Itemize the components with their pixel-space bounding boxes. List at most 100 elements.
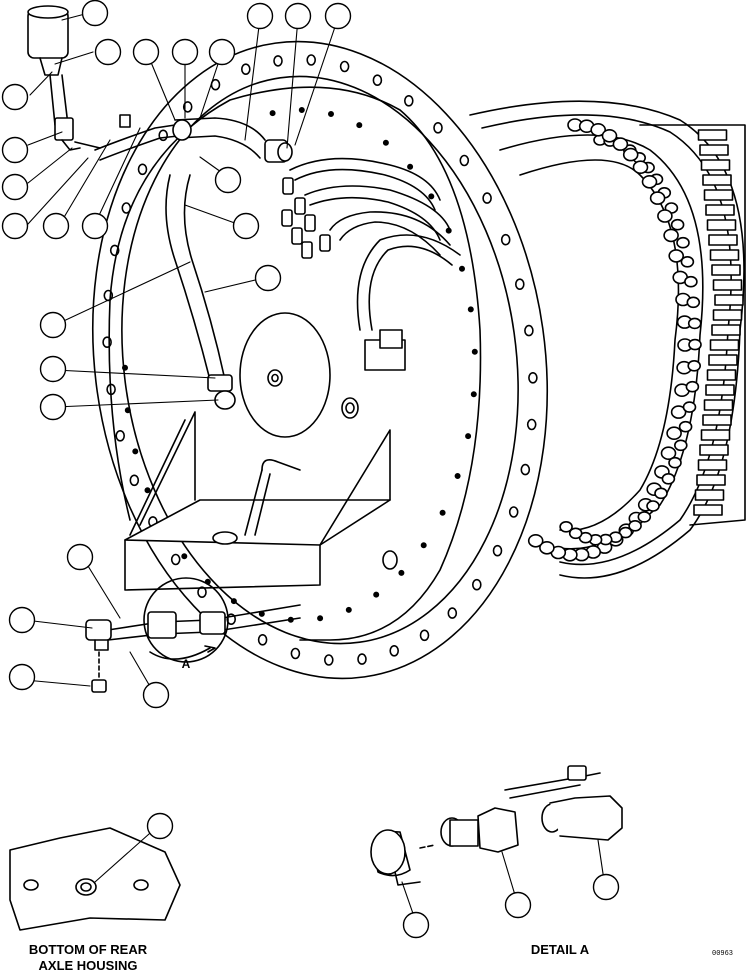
gear-tooth — [705, 204, 735, 216]
gear-tooth — [706, 219, 737, 231]
gear-tooth — [694, 489, 725, 501]
flange-bolt-hole — [403, 95, 414, 107]
hose-fitting — [282, 177, 294, 195]
flange-bolt-hole — [419, 629, 430, 642]
flange-bolt-hole — [482, 192, 492, 204]
callout-bubble — [592, 873, 620, 901]
drum-bolt — [668, 249, 685, 263]
flange-bolt-hole — [433, 122, 443, 134]
callout-bubble — [254, 264, 282, 292]
cover-plate-bolts — [122, 107, 478, 623]
flange-bolt-hole — [182, 101, 193, 113]
callout-bubble — [1, 136, 29, 164]
flange-bolt-hole — [357, 653, 367, 665]
callout-bubble — [208, 38, 236, 66]
cover-plate-bolt — [327, 111, 334, 118]
flange-bolt-hole — [129, 474, 140, 487]
callout-bubble — [142, 681, 170, 709]
axle-housing-caption-line1: BOTTOM OF REAR — [28, 942, 148, 957]
flange-bolt-hole — [447, 607, 458, 619]
cover-plate-bolt — [471, 348, 478, 355]
flange-bolt-hole — [241, 63, 251, 75]
cover-plate-bolt — [124, 407, 131, 414]
hose-fitting — [291, 227, 303, 245]
callout-bubble — [246, 2, 274, 30]
drum-bolt — [682, 401, 697, 413]
gear-tooth — [693, 504, 723, 516]
gear-tooth — [697, 129, 728, 141]
gear-tooth — [708, 354, 738, 366]
callout-bubble — [1, 83, 29, 111]
callout-bubble — [1, 173, 29, 201]
callout-bubble — [232, 212, 260, 240]
gear-teeth — [693, 129, 744, 516]
flange-bolt-hole — [339, 60, 350, 73]
flange-bolt-hole — [508, 506, 519, 518]
detail-a-caption: DETAIL A — [530, 942, 590, 957]
drum-bolt — [628, 519, 642, 532]
callout-bubble — [39, 355, 67, 383]
cover-plate-bolt — [132, 448, 139, 455]
cover-plate-bolt — [298, 107, 305, 114]
drum-bolt — [539, 540, 555, 555]
hose-fitting — [294, 197, 306, 215]
flange-bolt-hole — [306, 54, 317, 66]
gear-tooth — [705, 384, 735, 396]
drum-bolt — [637, 511, 652, 523]
drum-bolt — [641, 175, 658, 189]
gear-tooth — [714, 294, 744, 306]
gear-tooth — [696, 474, 726, 486]
drum-bolt — [657, 209, 673, 223]
drain-hose-assembly — [85, 577, 301, 693]
gear-tooth — [711, 324, 741, 336]
axle-housing-caption-line2: AXLE HOUSING — [38, 958, 138, 973]
callout-bubble — [81, 0, 109, 27]
flange-bolt-hole — [158, 129, 168, 142]
cover-plate-bolt — [317, 615, 324, 622]
callout-bubble — [284, 2, 312, 30]
flange-bolt-hole — [372, 74, 383, 86]
cover-plate-bolt — [144, 487, 151, 494]
drum-bolt-circle — [527, 118, 702, 562]
cover-plate-bolt — [181, 553, 188, 560]
gear-tooth — [703, 189, 734, 201]
drawing-code: 00963 — [712, 950, 734, 958]
drum-bolt — [673, 439, 688, 452]
cover-plate — [108, 86, 482, 641]
gear-tooth — [700, 429, 731, 441]
gear-tooth — [702, 414, 732, 426]
callout-bubbles — [1, 0, 620, 939]
flange-bolt-hole — [170, 553, 181, 566]
hose-fittings — [281, 177, 331, 259]
cover-plate-bolt — [382, 139, 389, 146]
cover-plate-bolt — [454, 472, 461, 479]
breather-hose — [94, 114, 293, 410]
callout-bubble — [39, 311, 67, 339]
drum-bolt — [668, 456, 682, 469]
drum-bolt — [678, 420, 693, 433]
flange-bolt-hole — [524, 324, 534, 337]
drum-bolt — [676, 236, 690, 249]
hose-fitting — [304, 214, 316, 232]
drum-bolt — [568, 527, 583, 540]
drum-bolt — [670, 218, 685, 231]
callout-bubble — [214, 166, 242, 194]
gear-tooth — [706, 369, 737, 381]
drum-bolt — [688, 338, 702, 351]
drum-bolt — [666, 426, 682, 441]
flange-bolt-hole — [528, 371, 538, 384]
ring-gear-assembly — [469, 100, 746, 579]
flange-bolt-hole — [500, 233, 511, 246]
cover-plate-bolt — [345, 606, 352, 613]
flange-bolt-hole — [257, 633, 268, 646]
drum-bolt — [661, 472, 676, 485]
flange-bolt-hole — [492, 544, 503, 557]
cover-plate-bolt — [407, 163, 414, 170]
gear-tooth — [708, 234, 738, 246]
callout-bubble — [39, 393, 67, 421]
mounting-bracket — [124, 411, 398, 591]
flange-bolt-hole — [137, 163, 148, 176]
gear-tooth — [702, 174, 732, 186]
axle-housing-inset — [9, 827, 181, 931]
cover-plate-bolt — [467, 306, 474, 313]
